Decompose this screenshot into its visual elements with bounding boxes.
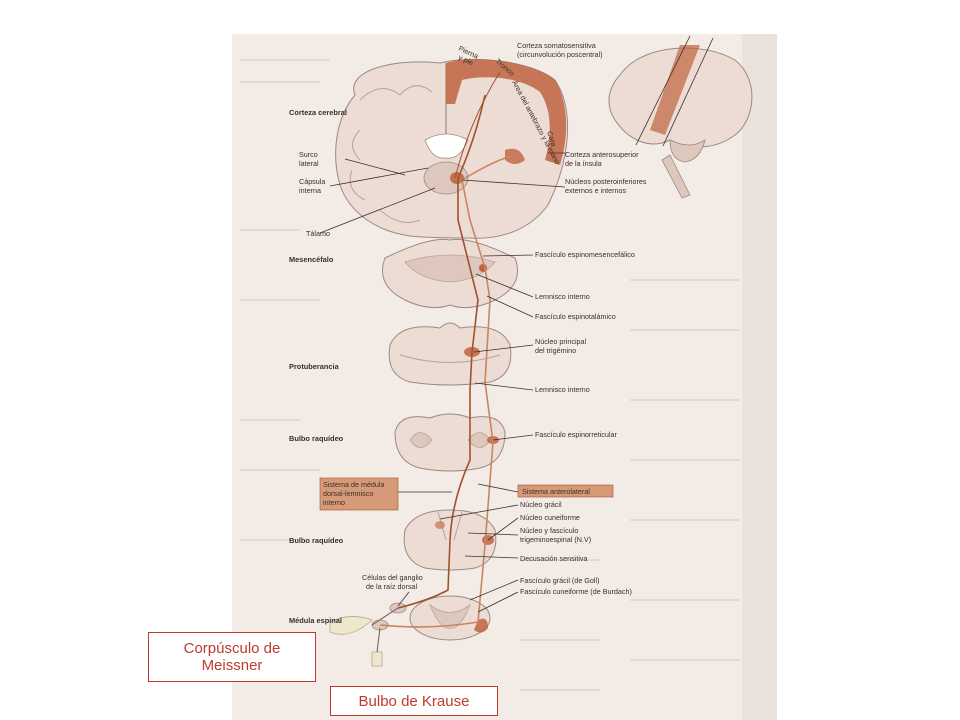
label-fasc-espinotal: Fascículo espinotalámico: [535, 312, 616, 321]
label-ganglio-1: Células del ganglio: [362, 573, 423, 582]
label-fasc-gracil: Fascículo grácil (de Goll): [520, 576, 600, 585]
label-decusacion: Decusación sensitiva: [520, 554, 588, 563]
anterolateral-box: [517, 484, 614, 498]
ganglion-labels: Células del ganglio de la raíz dorsal: [362, 573, 423, 591]
label-box-line3: interno: [323, 498, 345, 507]
label-bulbo-raquideo-1: Bulbo raquídeo: [289, 434, 344, 443]
lateral-brain-view: [608, 35, 753, 199]
label-medula-espinal: Médula espinal: [289, 616, 342, 625]
label-mesencefalo: Mesencéfalo: [289, 255, 334, 264]
label-lemnisco-2: Lemnisco interno: [535, 385, 590, 394]
label-talamo: Tálamo: [306, 229, 330, 238]
label-fasc-cuneif: Fascículo cuneiforme (de Burdach): [520, 587, 632, 596]
label-nucleo-trig-1: Núcleo y fascículo: [520, 526, 578, 535]
label-ganglio-2: de la raíz dorsal: [366, 582, 418, 591]
label-sistema-anterolateral: Sistema anterolateral: [522, 487, 590, 496]
leader-lines: [319, 152, 566, 613]
label-box-line1: Sistema de médula: [323, 480, 385, 489]
label-nucleo-trig-2: trigeminoespinal (N.V): [520, 535, 591, 544]
label-surco-2: lateral: [299, 159, 319, 168]
mesencephalon-section: [382, 238, 518, 309]
label-nucleo-gracil: Núcleo grácil: [520, 500, 562, 509]
label-nucleo-cuneiforme: Núcleo cuneiforme: [520, 513, 580, 522]
label-capsula-2: interna: [299, 186, 321, 195]
cortex-left-labels: Surco lateral Cápsula interna Tálamo: [299, 150, 330, 238]
spinal-cord-section: [371, 595, 491, 641]
label-corteza-antero-1: Corteza anterosuperior: [565, 150, 639, 159]
meissner-callout-line2: Meissner: [201, 657, 263, 674]
region-labels: Corteza cerebral Mesencéfalo Protuberanc…: [289, 108, 347, 625]
label-corteza-cerebral: Corteza cerebral: [289, 108, 347, 117]
label-capsula-1: Cápsula: [299, 177, 325, 186]
krause-callout: Bulbo de Krause: [330, 686, 498, 716]
label-corteza-somato-1: Corteza somatosensitiva: [517, 41, 596, 50]
medulla-upper-section: [394, 413, 506, 472]
label-bulbo-raquideo-2: Bulbo raquídeo: [289, 536, 344, 545]
label-lemnisco-1: Lemnisco interno: [535, 292, 590, 301]
pons-section: [388, 322, 512, 386]
label-fasc-espinoret: Fascículo espinorreticular: [535, 430, 617, 439]
label-nucleo-principal-2: del trigémino: [535, 346, 576, 355]
receptor-illustrations: [329, 607, 399, 667]
label-nucleos-2: externos e internos: [565, 186, 627, 195]
label-corteza-antero-2: de la ínsula: [565, 159, 602, 168]
label-protuberancia: Protuberancia: [289, 362, 340, 371]
right-text-column: [742, 34, 777, 720]
label-corteza-somato-2: (circunvolución poscentral): [517, 50, 603, 59]
label-box-line2: dorsal-lemnisco: [323, 489, 373, 498]
dorsal-column-box: [319, 477, 399, 511]
dorsal-column-box-labels: Sistema de médula dorsal-lemnisco intern…: [323, 480, 385, 507]
coronal-brain-section: [335, 58, 569, 239]
meissner-callout-line1: Corpúsculo de: [183, 640, 281, 657]
label-nucleos-1: Núcleos posteroinferiores: [565, 177, 647, 186]
ascending-pathways: [379, 71, 513, 628]
meissner-callout: Corpúsculo de Meissner: [148, 632, 316, 682]
label-surco-1: Surco: [299, 150, 318, 159]
label-nucleo-principal-1: Núcleo principal: [535, 337, 587, 346]
show-through-text: [240, 59, 740, 691]
right-labels: Corteza somatosensitiva (circunvolución …: [517, 41, 647, 596]
label-fasc-espinomes: Fascículo espinomesencefálico: [535, 250, 635, 259]
krause-callout-label: Bulbo de Krause: [358, 692, 470, 710]
